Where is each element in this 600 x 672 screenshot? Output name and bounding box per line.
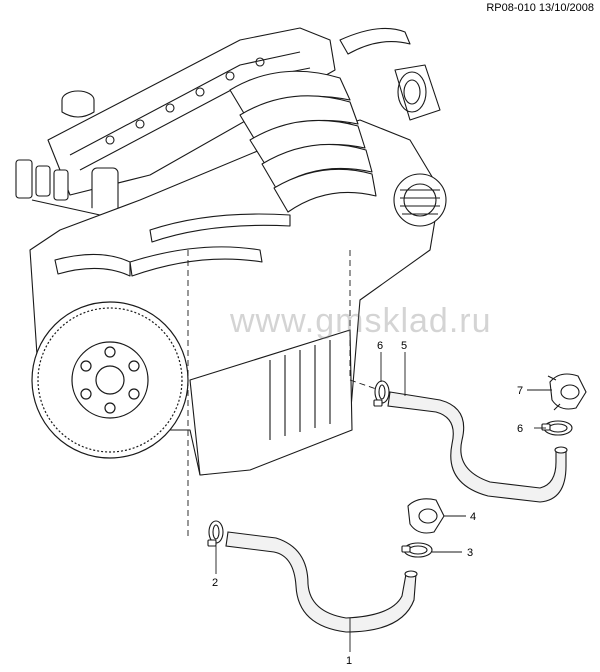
clamp-part-6b [541,420,573,436]
flywheel [31,301,189,459]
connection-leaders [187,250,386,540]
connector-part-7 [547,373,587,411]
clamp-part-6a [373,380,390,407]
clamp-part-3 [401,542,433,558]
callout-part-6b: 6 [517,423,523,435]
callout-part-7: 7 [517,385,523,397]
callout-part-1: 1 [346,655,352,667]
callout-part-4: 4 [470,511,476,523]
callout-part-2: 2 [212,577,218,589]
hose-upper [387,391,568,503]
watermark-text: www.gmsklad.ru [230,302,492,340]
callout-leaders [215,352,552,652]
clamp-part-2 [207,520,224,547]
callout-labels: 1 2 3 4 5 6 6 7 [212,340,523,667]
callout-part-5: 5 [401,340,407,352]
drawing-reference: RP08-010 13/10/2008 [486,2,594,14]
callout-part-6a: 6 [377,340,383,352]
callout-part-3: 3 [467,547,473,559]
connector-part-4 [407,498,445,534]
hose-lower [225,531,418,633]
